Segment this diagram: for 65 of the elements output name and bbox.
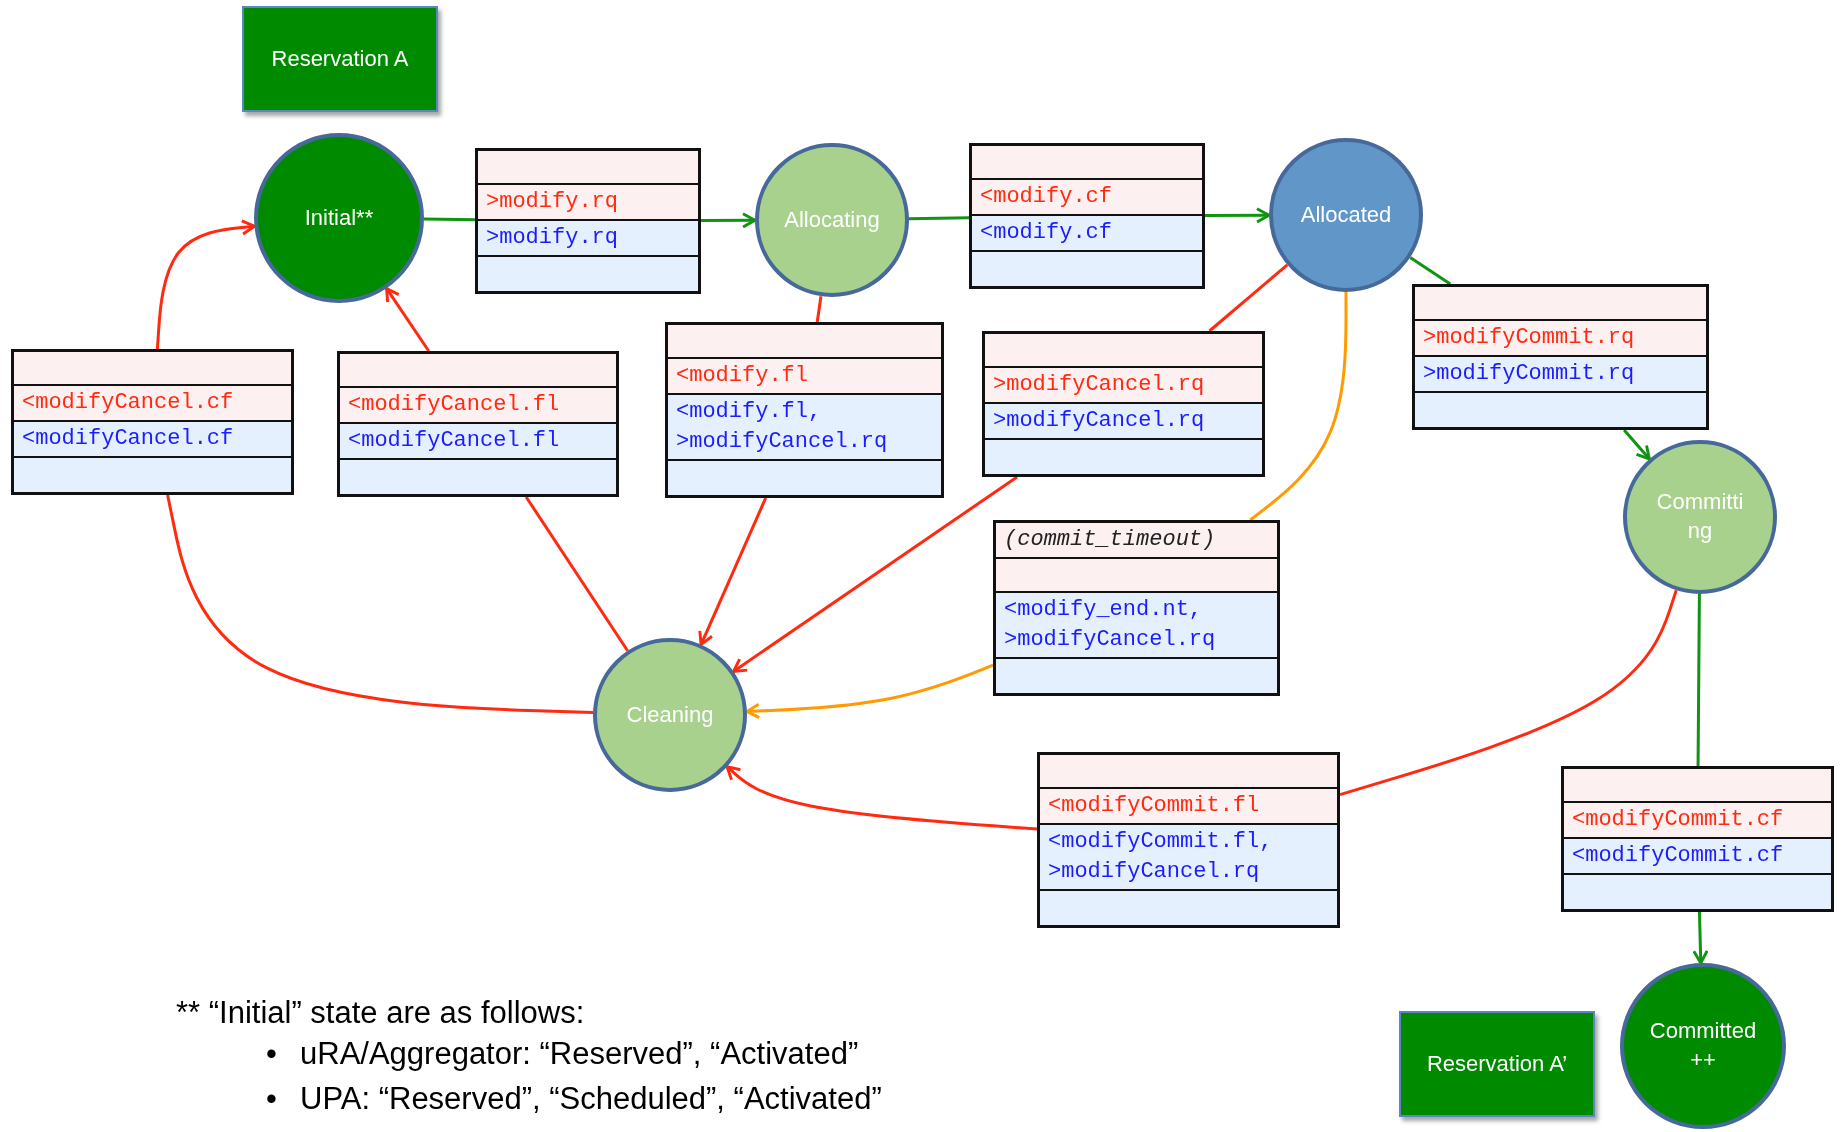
transition-table xyxy=(969,143,1205,289)
bullet-mark: • xyxy=(266,1080,278,1118)
timeout-row: (commit_timeout) xyxy=(996,523,1277,559)
transition-table xyxy=(11,349,294,495)
transition-table xyxy=(1561,766,1834,912)
transition-table xyxy=(665,322,944,498)
transition-line xyxy=(166,494,594,714)
transition-arrow xyxy=(1692,911,1709,965)
transition-line xyxy=(1409,256,1452,286)
transition-arrow xyxy=(155,219,256,350)
message-row: >modifyCommit.rq xyxy=(1415,357,1706,393)
state-label: Initial** xyxy=(304,203,374,232)
state-label: Allocating xyxy=(784,205,880,234)
message-row: <modify_end.nt, >modifyCancel.rq xyxy=(996,593,1277,659)
transition-arrow xyxy=(701,212,757,229)
message-row: <modifyCommit.fl, >modifyCancel.rq xyxy=(1040,825,1337,891)
message-row: >modifyCommit.rq xyxy=(1415,321,1706,357)
message-row: >modify.rq xyxy=(478,221,698,257)
bullet-mark: • xyxy=(266,1035,278,1073)
message-row: <modifyCancel.cf xyxy=(14,386,291,422)
transition-table xyxy=(1037,752,1340,928)
transition-line xyxy=(1249,292,1348,522)
message-row: <modify.cf xyxy=(972,180,1202,216)
message-row: <modifyCommit.cf xyxy=(1564,803,1831,839)
transition-line xyxy=(524,496,629,652)
transition-line xyxy=(908,216,970,221)
footnote-item: UPA: “Reserved”, “Scheduled”, “Activated” xyxy=(300,1080,882,1118)
message-row: <modifyCancel.fl xyxy=(340,388,616,424)
transition-arrow xyxy=(745,663,994,720)
message-row: <modifyCommit.cf xyxy=(1564,839,1831,875)
message-row: >modifyCancel.rq xyxy=(985,404,1262,440)
transition-arrow xyxy=(1205,207,1271,224)
state-label: Cleaning xyxy=(626,700,714,729)
transition-arrow xyxy=(732,475,1018,673)
transition-arrow xyxy=(385,287,430,352)
transition-table xyxy=(337,351,619,497)
message-row: <modifyCancel.cf xyxy=(14,422,291,458)
message-row: <modify.fl xyxy=(668,359,941,395)
reservation-box xyxy=(242,6,438,112)
transition-line xyxy=(1696,594,1701,766)
transition-line xyxy=(815,296,823,323)
reservation-label: Reservation A xyxy=(271,44,409,73)
transition-table xyxy=(982,331,1265,477)
transition-arrow xyxy=(1623,429,1651,461)
transition-line xyxy=(423,217,476,222)
state-label: Committed ++ xyxy=(1648,1017,1758,1074)
transition-line xyxy=(1208,263,1289,333)
transition-arrow xyxy=(698,497,768,646)
state-label: Committing xyxy=(1655,488,1745,545)
transition-line xyxy=(1339,589,1678,797)
message-row: <modify.fl, >modifyCancel.rq xyxy=(668,395,941,461)
transition-table xyxy=(993,520,1280,696)
reservation-label: Reservation A’ xyxy=(1426,1049,1568,1078)
state-label: Allocated xyxy=(1300,200,1392,229)
transition-table xyxy=(1412,284,1709,430)
message-row: <modifyCommit.fl xyxy=(1040,789,1337,825)
message-row: >modifyCancel.rq xyxy=(985,368,1262,404)
transition-arrow xyxy=(725,765,1038,831)
footnote-text: ** “Initial” state are as follows: xyxy=(176,995,586,1031)
message-row: <modify.cf xyxy=(972,216,1202,252)
message-row: >modify.rq xyxy=(478,185,698,221)
transition-table xyxy=(475,148,701,294)
footnote-item: uRA/Aggregator: “Reserved”, “Activated” xyxy=(300,1035,859,1073)
message-row: <modifyCancel.fl xyxy=(340,424,616,460)
reservation-box xyxy=(1399,1011,1595,1117)
